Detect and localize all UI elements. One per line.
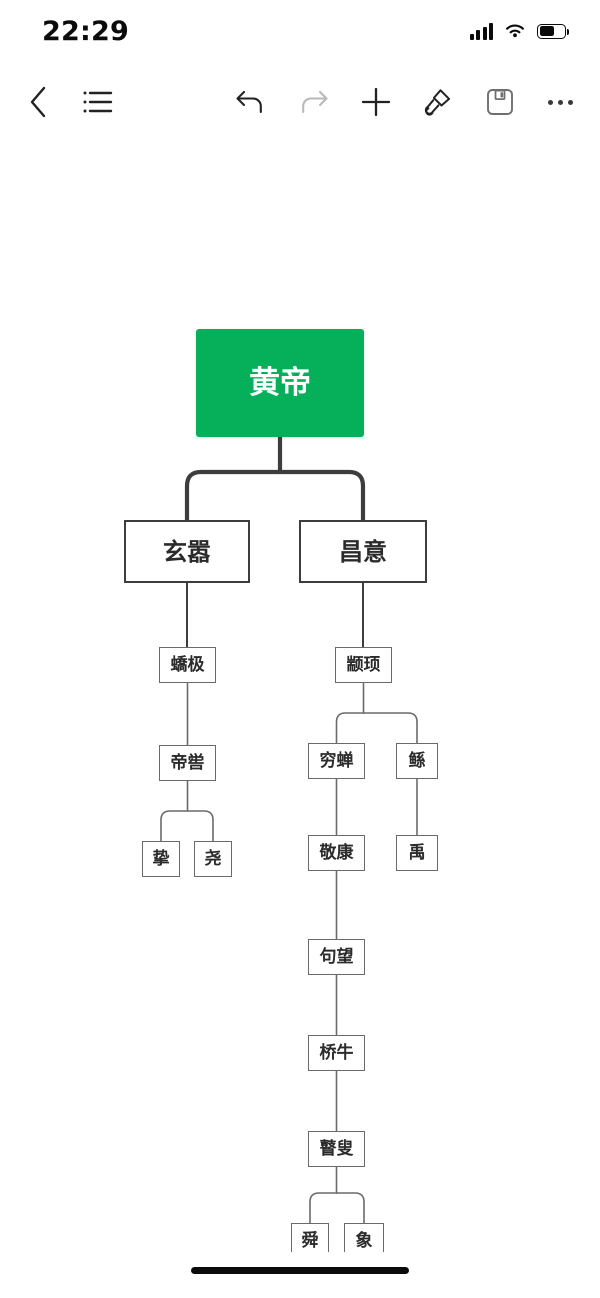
mindmap-node-changyi[interactable]: 昌意 bbox=[299, 520, 427, 583]
battery-icon bbox=[537, 23, 570, 39]
mindmap-node-jiaoji[interactable]: 蟜极 bbox=[159, 647, 216, 683]
mindmap-node-label: 蟜极 bbox=[170, 654, 205, 675]
mindmap-node-label: 挚 bbox=[152, 848, 170, 869]
status-indicators bbox=[469, 23, 570, 40]
home-indicator bbox=[191, 1267, 409, 1274]
add-node-button[interactable] bbox=[354, 80, 398, 124]
more-options-button[interactable] bbox=[538, 80, 582, 124]
save-floppy-icon bbox=[487, 89, 513, 115]
wifi-icon bbox=[506, 24, 524, 37]
mindmap-node-label: 禹 bbox=[408, 842, 426, 863]
mindmap-node-yu[interactable]: 禹 bbox=[396, 835, 438, 871]
mindmap-node-label: 鲧 bbox=[408, 750, 426, 771]
status-time: 22:29 bbox=[42, 15, 129, 47]
connector-huangdi-branch bbox=[184, 469, 283, 523]
mindmap-node-label: 敬康 bbox=[319, 842, 354, 863]
mindmap-node-xiang[interactable]: 象 bbox=[344, 1223, 384, 1252]
mindmap-node-label: 穷蝉 bbox=[319, 750, 354, 771]
mindmap-node-jingkang[interactable]: 敬康 bbox=[308, 835, 365, 871]
status-bar: 22:29 bbox=[0, 0, 600, 62]
mindmap-node-yao[interactable]: 尧 bbox=[194, 841, 232, 877]
connector-diku-branch bbox=[160, 810, 189, 842]
mindmap-connectors bbox=[160, 434, 418, 1224]
redo-button[interactable] bbox=[292, 80, 336, 124]
app-toolbar bbox=[0, 62, 600, 142]
mindmap-node-label: 颛顼 bbox=[346, 654, 381, 675]
connector-diku-branch bbox=[186, 810, 214, 842]
mindmap-node-label: 帝喾 bbox=[170, 752, 205, 773]
undo-icon bbox=[236, 90, 262, 114]
ellipsis-icon bbox=[547, 99, 573, 105]
mindmap-node-label: 桥牛 bbox=[319, 1042, 354, 1063]
connector-gusou-branch bbox=[309, 1192, 338, 1224]
redo-icon bbox=[302, 90, 328, 114]
mindmap-node-label: 瞽叟 bbox=[319, 1138, 354, 1159]
connector-gusou-branch bbox=[335, 1192, 365, 1224]
mindmap-node-zhi[interactable]: 挚 bbox=[142, 841, 180, 877]
connector-zhuanxu-branch bbox=[335, 712, 365, 744]
mindmap-node-diku[interactable]: 帝喾 bbox=[159, 745, 216, 781]
connector-zhuanxu-branch bbox=[362, 712, 418, 744]
outline-list-icon bbox=[83, 91, 113, 113]
mindmap-node-qiongchan[interactable]: 穷蝉 bbox=[308, 743, 365, 779]
cellular-signal-icon bbox=[469, 23, 493, 40]
mindmap-node-gun[interactable]: 鲧 bbox=[396, 743, 438, 779]
mindmap-node-label: 舜 bbox=[301, 1230, 319, 1251]
back-button[interactable] bbox=[16, 80, 60, 124]
undo-button[interactable] bbox=[228, 80, 272, 124]
outline-list-button[interactable] bbox=[76, 80, 120, 124]
mindmap-node-label: 玄嚣 bbox=[163, 537, 211, 566]
plus-icon bbox=[361, 87, 391, 117]
mindmap-node-label: 黄帝 bbox=[249, 364, 311, 401]
mindmap-node-xuanxiao[interactable]: 玄嚣 bbox=[124, 520, 250, 583]
back-chevron-icon bbox=[30, 86, 46, 118]
mindmap-node-label: 象 bbox=[355, 1230, 373, 1251]
mindmap-node-shun[interactable]: 舜 bbox=[291, 1223, 329, 1252]
mindmap-node-qiaoniu[interactable]: 桥牛 bbox=[308, 1035, 365, 1071]
mindmap-node-label: 昌意 bbox=[339, 537, 387, 566]
mindmap-node-zhuanxu[interactable]: 颛顼 bbox=[335, 647, 392, 683]
paint-roller-icon bbox=[424, 89, 451, 116]
mindmap-node-juwang[interactable]: 句望 bbox=[308, 939, 365, 975]
mindmap-node-gusou[interactable]: 瞽叟 bbox=[308, 1131, 365, 1167]
mindmap-node-label: 尧 bbox=[204, 848, 222, 869]
connector-huangdi-branch bbox=[277, 469, 366, 523]
style-brush-button[interactable] bbox=[416, 80, 460, 124]
mindmap-node-huangdi[interactable]: 黄帝 bbox=[196, 329, 364, 437]
save-button[interactable] bbox=[478, 80, 522, 124]
mindmap-node-label: 句望 bbox=[319, 946, 354, 967]
mindmap-canvas[interactable]: 黄帝玄嚣 昌意蟜极 颛顼帝喾 穷蝉 鲧挚 尧 敬康 禹句望桥牛瞽叟舜 象 bbox=[0, 142, 600, 1252]
